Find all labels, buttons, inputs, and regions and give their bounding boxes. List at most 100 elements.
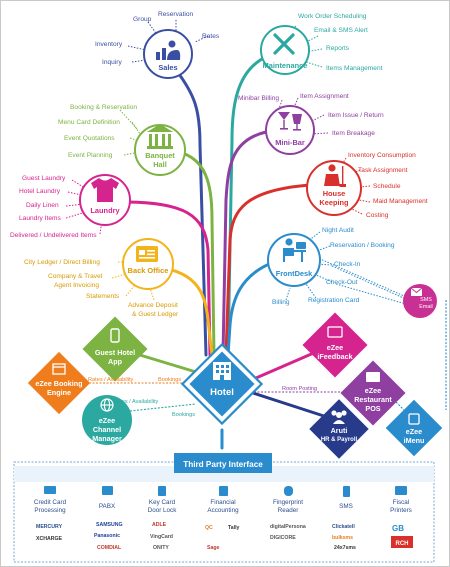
tpi-financial-line1: Financial xyxy=(210,499,235,506)
booking-engine-diamond xyxy=(27,351,91,415)
banquet-title-line2: Hall xyxy=(153,160,167,169)
tpi-fingerprint-line2: Reader xyxy=(278,507,299,514)
maintenance-title: Maintenance xyxy=(263,61,308,70)
chart-icon xyxy=(156,40,181,60)
laundry-item-guest: Guest Laundry xyxy=(22,175,66,182)
interface-arrows xyxy=(82,300,447,413)
hk-item-inventory: Inventory Consumption xyxy=(348,152,416,159)
logo-samsung: SAMSUNG xyxy=(96,522,123,528)
frontdesk-module[interactable] xyxy=(267,233,321,287)
restaurant-pos-module[interactable]: eZee Restaurant POS xyxy=(340,360,406,426)
sms-email-badge[interactable]: SMS Email xyxy=(403,284,437,318)
laundry-item-delivered: Delivered / Undelivered Items xyxy=(10,232,97,239)
minibar-item-issue-return: Item Issue / Return xyxy=(328,112,384,119)
key-card-icon xyxy=(158,486,166,496)
housekeeping-module[interactable] xyxy=(306,160,362,216)
channel-manager-module[interactable]: eZee Channel Manager xyxy=(82,395,132,445)
rates-availability-label-1: Rates / Availability xyxy=(88,377,133,383)
banquet-hall-module[interactable] xyxy=(134,124,186,176)
hk-item-costing: Costing xyxy=(366,212,389,219)
sales-item-group: Group xyxy=(133,16,152,23)
laundry-title: Laundry xyxy=(90,206,120,215)
module-item-labels: Group Reservation Rates Inventory Inquir… xyxy=(10,11,428,318)
logo-mercury: MERCURY xyxy=(36,524,63,530)
logo-qc: QC xyxy=(205,525,213,531)
bo-item-company-travel: Company & Travel xyxy=(48,273,103,280)
aruti-diamond xyxy=(309,399,369,459)
guest-hotel-app-module[interactable]: Guest Hotel App xyxy=(82,316,148,382)
logo-clickatell: Clickatell xyxy=(332,524,355,530)
maintenance-module[interactable] xyxy=(260,25,310,75)
imenu-module[interactable]: eZee iMenu xyxy=(385,399,443,457)
accounting-icon xyxy=(219,486,228,496)
tpi-sms: SMS xyxy=(339,503,353,510)
housekeeping-circle xyxy=(306,160,362,216)
bo-item-statements: Statements xyxy=(86,293,120,300)
aruti-hr-module[interactable]: Aruti HR & Payroll xyxy=(309,399,369,459)
logo-comdial: COMDIAL xyxy=(97,545,122,551)
booking-engine-line2: Engine xyxy=(47,388,71,397)
ifeedback-line1: eZee xyxy=(327,343,343,352)
minibar-item-assignment: Item Assignment xyxy=(300,93,349,100)
fd-item-check-out: Check-Out xyxy=(326,279,358,286)
rates-availability-label-2: Rates / Availability xyxy=(113,399,158,405)
globe-icon xyxy=(100,398,114,412)
banquet-item-menu-card: Menu Card Definition xyxy=(58,119,120,126)
partner-logos: MERCURY XCHARGE SAMSUNG Panasonic COMDIA… xyxy=(36,522,413,551)
channel-manager-line1: eZee xyxy=(99,416,115,425)
tpi-title-box xyxy=(174,453,272,473)
restaurant-pos-line3: POS xyxy=(365,404,380,413)
third-party-section: Third Party Interface Credit Card Proces… xyxy=(13,453,435,563)
sales-item-inquiry: Inquiry xyxy=(102,59,122,66)
fd-item-registration-card: Registration Card xyxy=(308,297,360,304)
tpi-bar-background xyxy=(14,466,434,482)
banquet-title-line1: Banquet xyxy=(145,151,175,160)
banquet-item-planning: Event Planning xyxy=(68,152,113,159)
minibar-title: Mini-Bar xyxy=(275,138,305,147)
logo-rch: RCH xyxy=(396,541,409,547)
logo-sage: Sage xyxy=(207,545,220,551)
fingerprint-icon xyxy=(284,486,293,496)
maint-item-email-sms: Email & SMS Alert xyxy=(314,27,368,34)
sales-item-rates: Rates xyxy=(202,33,220,40)
tpi-icons xyxy=(44,486,407,497)
bo-item-city-ledger: City Ledger / Direct Billing xyxy=(24,259,100,266)
tpi-credit-card-line1: Credit Card xyxy=(34,499,67,506)
logo-digicore: DIGICORE xyxy=(270,535,296,541)
glasses-icon xyxy=(278,112,302,131)
aruti-line1: Aruti xyxy=(331,426,348,435)
imenu-line2: iMenu xyxy=(404,436,425,445)
printer-icon xyxy=(395,486,407,495)
hk-item-maid: Maid Management xyxy=(373,198,428,205)
interface-labels: Rates / Availability Bookings Rates / Av… xyxy=(88,377,317,418)
payroll-line xyxy=(248,390,332,420)
logo-onity: ONITY xyxy=(153,545,169,551)
tablet-icon xyxy=(408,413,420,425)
ifeedback-module[interactable]: eZee iFeedback xyxy=(302,312,368,378)
minibar-item-breakage: Item Breakage xyxy=(332,130,375,137)
minibar-module[interactable] xyxy=(265,105,315,155)
banquet-item-booking: Booking & Reservation xyxy=(70,104,137,111)
calendar-icon xyxy=(52,363,66,375)
logo-tally: Tally xyxy=(228,525,240,531)
logo-bulksms: bulksms xyxy=(332,535,353,541)
back-office-title: Back Office xyxy=(128,266,169,275)
laundry-item-items: Laundry Items xyxy=(19,215,61,222)
sales-module[interactable] xyxy=(143,29,193,79)
laundry-module[interactable] xyxy=(79,174,131,226)
fd-item-check-in: Check-In xyxy=(334,261,361,268)
back-office-module[interactable] xyxy=(122,238,174,290)
bo-item-advance-deposit: Advance Deposit xyxy=(128,302,178,309)
credit-card-icon xyxy=(44,486,56,494)
bookings-label-2: Bookings xyxy=(172,412,195,418)
back-office-circle xyxy=(122,238,174,290)
register-icon xyxy=(366,372,380,382)
booking-engine-module[interactable]: eZee Booking Engine xyxy=(27,351,91,415)
tpi-financial-line2: Accounting xyxy=(207,507,239,514)
pabx-icon xyxy=(102,486,113,495)
hotel-hub[interactable]: Hotel xyxy=(180,342,264,426)
logo-panasonic: Panasonic xyxy=(94,533,120,539)
tpi-keycard-line2: Door Lock xyxy=(148,507,178,514)
hk-item-schedule: Schedule xyxy=(373,183,401,190)
